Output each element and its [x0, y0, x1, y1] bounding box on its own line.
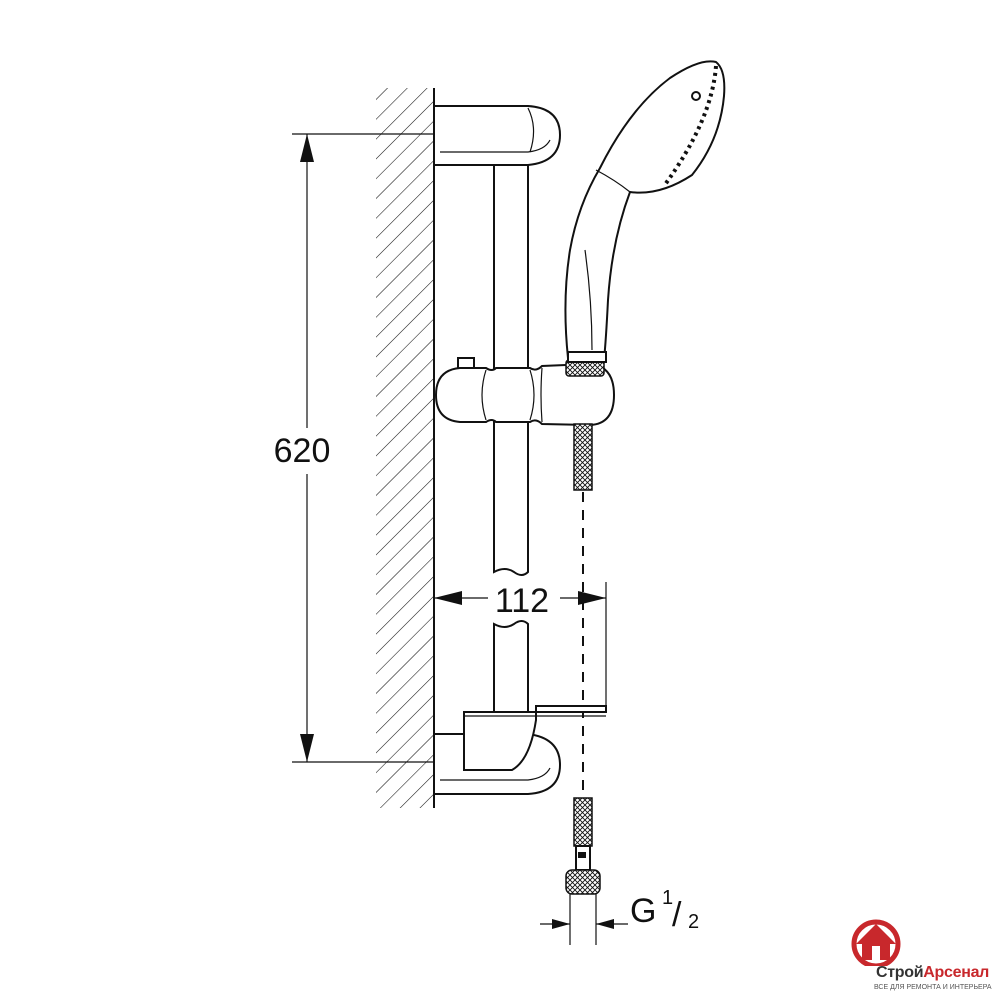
hand-shower-handle-edge: [584, 249, 593, 351]
connection-fraction-numerator: 1: [662, 887, 673, 909]
height-dimension: 620: [274, 133, 434, 763]
connection-fraction-slash: /: [672, 896, 682, 934]
store-logo: СтройАрсенал ВСЕ ДЛЯ РЕМОНТА И ИНТЕРЬЕРА: [842, 914, 992, 994]
logo-brand-part1: Строй: [876, 964, 924, 981]
width-arrow-left: [434, 591, 462, 605]
logo-brand-name: СтройАрсенал: [876, 964, 989, 982]
connection-arrow-left: [552, 919, 570, 929]
holder-groove-left: [481, 369, 487, 421]
logo-brand-part2: Арсенал: [923, 964, 990, 981]
top-bracket-edge: [527, 107, 535, 153]
connection-fraction-denominator: 2: [688, 911, 699, 933]
height-arrow-bottom: [300, 734, 314, 762]
top-wall-bracket: [433, 105, 562, 166]
sliding-holder: [434, 357, 616, 427]
width-arrow-right: [578, 591, 606, 605]
width-label: 112: [495, 582, 549, 620]
wall-hatching: [376, 88, 434, 808]
rail-lower-segment: [493, 620, 529, 713]
hand-shower-body: [564, 60, 726, 362]
width-dimension: 112: [434, 582, 607, 712]
hose-nut-mark: [578, 852, 586, 858]
shower-hose: [565, 423, 601, 945]
hose-lower-segment: [573, 797, 593, 847]
logo-tagline: ВСЕ ДЛЯ РЕМОНТА И ИНТЕРЬЕРА: [874, 984, 992, 991]
bottom-bracket-shade: [440, 767, 551, 781]
top-bracket-shade: [440, 139, 551, 153]
top-bracket-body: [433, 105, 562, 166]
spray-face-nozzles: [662, 65, 718, 188]
slide-rail: [493, 164, 529, 713]
holder-groove-right: [529, 369, 535, 421]
hose-connection-nut: [565, 869, 601, 895]
height-label: 620: [274, 432, 331, 470]
hand-shower-neck-line: [595, 169, 631, 193]
height-arrow-top: [300, 134, 314, 162]
hose-upper-segment: [573, 423, 593, 491]
spray-mode-dot: [691, 91, 701, 101]
wall: [376, 88, 435, 808]
connection-arrow-right: [596, 919, 614, 929]
bottom-wall-bracket: [433, 705, 607, 795]
hand-shower: [564, 60, 726, 363]
hand-shower-connector: [567, 351, 607, 363]
soap-shelf-holder: [463, 705, 607, 771]
house-icon: [851, 919, 901, 966]
holder-clamp-edge: [540, 367, 543, 423]
connection-label: G: [630, 892, 656, 930]
connection-dimension: G 1 / 2: [540, 887, 699, 934]
